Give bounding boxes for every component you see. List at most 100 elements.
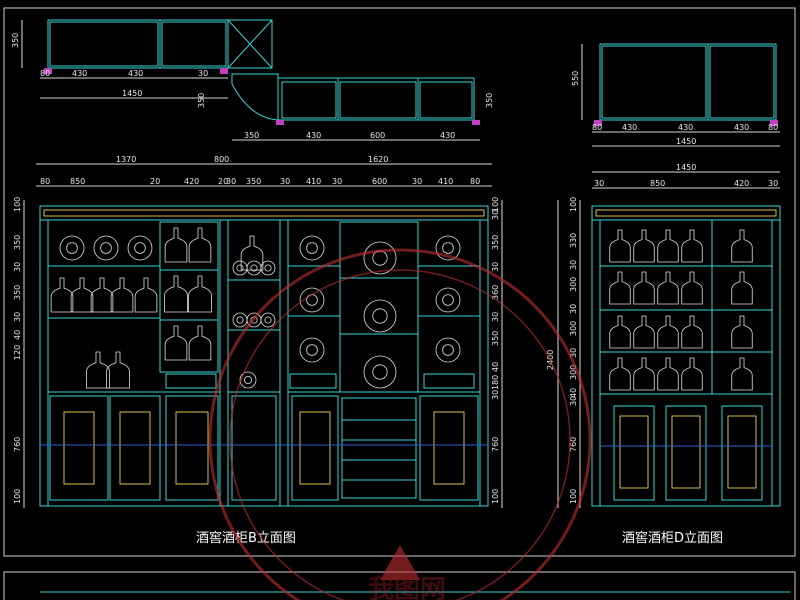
- bottle-icon: [50, 277, 74, 313]
- title-elevation-b: 酒窖酒柜B立面图: [196, 530, 296, 546]
- barrel-icon: [363, 241, 397, 275]
- bottle-icon: [731, 357, 753, 391]
- bottle-icon: [681, 271, 703, 305]
- dim-b-right-6: 350: [491, 331, 500, 346]
- bottle-icon: [657, 229, 679, 263]
- bottle-icon: [633, 315, 655, 349]
- dim-plan-mid-w2: 600: [370, 131, 385, 140]
- dim-b-right-11: 100: [491, 489, 500, 504]
- dim-b-part-9: 30: [332, 177, 342, 186]
- dim-b-left-7: 760: [13, 437, 22, 452]
- dim-b-part-5: 30: [226, 177, 236, 186]
- dim-b-right-7: 40: [491, 362, 500, 372]
- barrel-icon: [260, 260, 276, 276]
- bottle-icon: [731, 315, 753, 349]
- dim-d-total: 1450: [676, 163, 696, 172]
- barrel-icon-core: [264, 316, 272, 324]
- dim-d-h-11: 100: [569, 489, 578, 504]
- bottle-icon: [134, 277, 158, 313]
- barrel-icon-core: [372, 364, 388, 380]
- dim-b-total-2: 1620: [368, 155, 388, 164]
- barrel-icon: [299, 235, 325, 261]
- bottle-icon: [164, 227, 188, 263]
- dim-b-part-12: 410: [438, 177, 453, 186]
- bottle-icon: [657, 271, 679, 305]
- dim-d-h-2: 30: [569, 260, 578, 270]
- barrel-icon: [239, 371, 257, 389]
- barrel-icon-core: [264, 264, 272, 272]
- dim-plan-left-total: 1450: [122, 89, 142, 98]
- dim-b-left-1: 350: [13, 235, 22, 250]
- dim-b-right-2: 350: [491, 235, 500, 250]
- dim-b-right-5: 30: [491, 312, 500, 322]
- dim-plan-right-height: 550: [571, 71, 580, 86]
- plan-top-mid: [231, 73, 480, 125]
- dim-b-part-4: 20: [218, 177, 228, 186]
- dim-b-left-5: 40: [13, 330, 22, 340]
- dim-d-w3: 30: [768, 179, 778, 188]
- bottle-icon: [164, 325, 188, 361]
- barrel-icon: [363, 355, 397, 389]
- dim-plan-mid-w1: 430: [306, 131, 321, 140]
- bottle-icon: [731, 271, 753, 305]
- dim-b-part-6: 350: [246, 177, 261, 186]
- barrel-icon: [435, 287, 461, 313]
- bottle-icon: [90, 277, 114, 313]
- dim-plan-right-w3: 430: [734, 123, 749, 132]
- dim-plan-right-w0: 80: [592, 123, 602, 132]
- dim-b-part-8: 410: [306, 177, 321, 186]
- dim-d-h-1: 330: [569, 233, 578, 248]
- barrel-icon-core: [442, 344, 454, 356]
- barrel-icon-core: [442, 294, 454, 306]
- dim-b-left-4: 30: [13, 312, 22, 322]
- barrel-icon: [232, 312, 248, 328]
- bottle-icon: [633, 357, 655, 391]
- barrel-icon-core: [134, 242, 146, 254]
- plan-top-left: [44, 19, 273, 74]
- barrel-icon-core: [243, 375, 252, 384]
- dim-d-w2: 420: [734, 179, 749, 188]
- dim-d-h-0: 100: [569, 197, 578, 212]
- bottle-icon: [240, 235, 264, 271]
- dim-d-h-4: 30: [569, 304, 578, 314]
- dim-plan-left-w2: 430: [128, 69, 143, 78]
- bottle-icon: [188, 227, 212, 263]
- bottle-icon: [110, 277, 134, 313]
- dim-b-right-0: 30: [491, 210, 500, 220]
- dim-b-part-1: 850: [70, 177, 85, 186]
- bottle-icon: [681, 357, 703, 391]
- bottle-icon: [106, 351, 130, 389]
- dim-plan-mid-w0: 350: [244, 131, 259, 140]
- bottle-icon: [188, 275, 212, 313]
- barrel-icon: [232, 260, 248, 276]
- dim-b-left-8: 100: [13, 489, 22, 504]
- dim-b-right-10: 760: [491, 437, 500, 452]
- bottle-icon: [633, 229, 655, 263]
- dim-b-part-3: 420: [184, 177, 199, 186]
- dim-plan-left-height: 350: [11, 33, 20, 48]
- barrel-icon: [93, 235, 119, 261]
- barrel-icon: [299, 287, 325, 313]
- bottle-icon: [86, 351, 110, 389]
- dim-plan-right-w1: 430: [622, 123, 637, 132]
- barrel-icon-core: [250, 264, 258, 272]
- bottle-icon: [681, 315, 703, 349]
- dim-plan-right-w4: 80: [768, 123, 778, 132]
- dim-b-left-2: 30: [13, 262, 22, 272]
- bottle-icon: [609, 357, 631, 391]
- bottle-icon: [657, 315, 679, 349]
- dim-plan-mid-left: 350: [197, 93, 206, 108]
- dim-b-right-8: 180: [491, 375, 500, 390]
- dim-b-part-2: 20: [150, 177, 160, 186]
- watermark-text: 我图网: [368, 575, 446, 600]
- barrel-icon-core: [236, 316, 244, 324]
- dim-b-right-4: 360: [491, 285, 500, 300]
- bottle-icon: [657, 357, 679, 391]
- dim-d-w0: 30: [594, 179, 604, 188]
- dim-d-h-7: 300: [569, 365, 578, 380]
- dim-b-left-6: 120: [13, 345, 22, 360]
